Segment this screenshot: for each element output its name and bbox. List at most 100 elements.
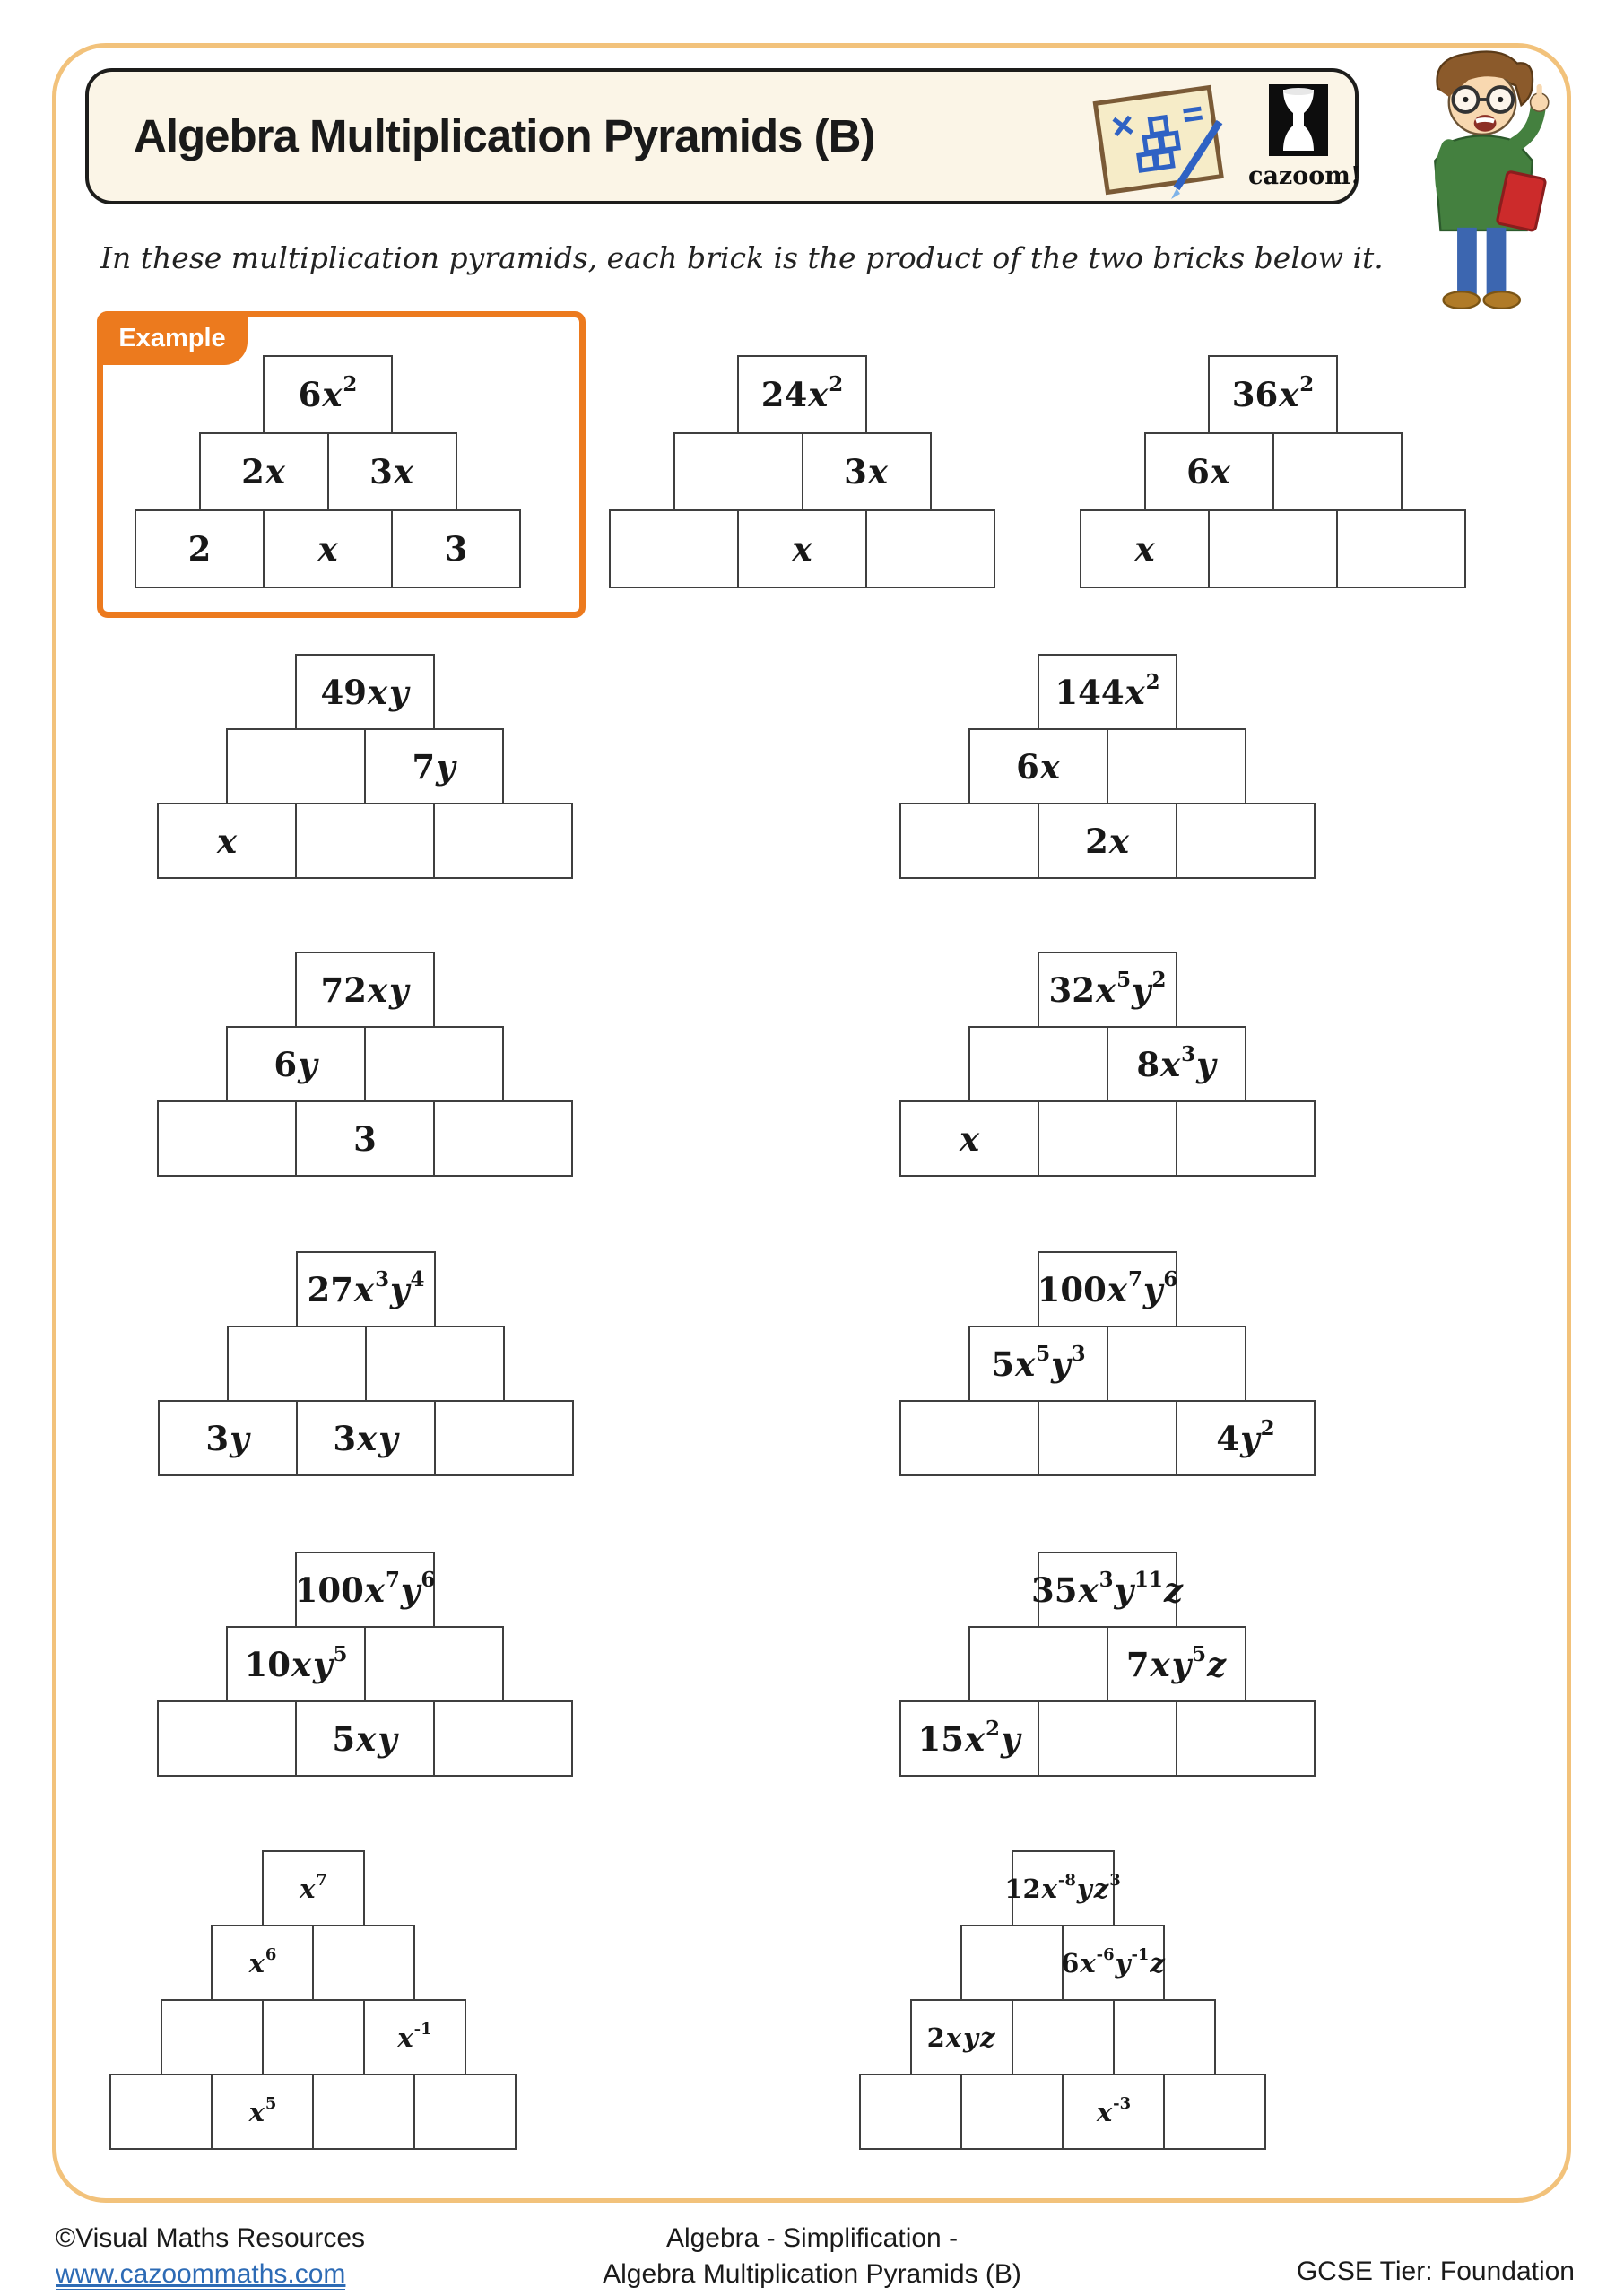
brick-value: x5 [248,2094,277,2127]
pyramid-brick[interactable] [968,1026,1108,1102]
pyramid-brick: x [157,803,297,879]
pyramid-brick[interactable] [1038,1700,1177,1777]
pyramid-brick: x-1 [362,1999,466,2075]
worksheet-note-icon [1092,84,1224,199]
pyramid-brick: x [1080,509,1210,588]
brick-value: 3xy [333,1418,398,1458]
pyramid-brick[interactable] [312,1925,415,2001]
pyramid-brick[interactable] [157,1100,297,1177]
cazoom-logo-text: cazoom! [1248,162,1361,190]
pyramid-brick[interactable] [865,509,995,588]
pyramid-brick: 12x-8yz3 [1004,1850,1121,1926]
pyramid-brick: 32x5y2 [1038,952,1177,1028]
pyramid-brick[interactable] [899,1400,1039,1476]
brick-value: 100x7y6 [294,1567,436,1610]
brick-value: 2x [241,452,285,491]
brick-value: 15x2y [917,1716,1020,1759]
pyramid-brick[interactable] [434,1400,574,1476]
website-link[interactable]: www.cazoommaths.com [56,2259,346,2290]
pyramid-brick[interactable] [1107,1326,1246,1402]
brick-value: 4y2 [1216,1415,1275,1458]
pyramid-brick[interactable] [312,2074,415,2150]
brick-value: x6 [248,1945,277,1979]
pyramid-brick[interactable] [1038,1400,1177,1476]
brick-value: 8x3y [1136,1041,1216,1084]
brick-value: 72xy [320,970,409,1010]
pyramid-brick[interactable] [673,432,803,511]
pyramid-brick: 15x2y [899,1700,1039,1777]
pyramid-32x5y2: 32x5y2 8x3y x [899,952,1316,1177]
pyramid-brick[interactable] [413,2074,517,2150]
pyramid-brick[interactable] [261,1999,365,2075]
pyramid-brick[interactable] [1107,728,1246,804]
pyramid-brick[interactable] [1038,1100,1177,1177]
brick-value: x [959,1118,980,1159]
pyramid-brick: 3 [391,509,521,588]
pyramid-brick[interactable] [899,803,1039,879]
cazoom-drum-icon [1269,84,1328,156]
pyramid-brick[interactable] [1272,432,1403,511]
pyramid-brick[interactable] [157,1700,297,1777]
brick-value: 6x-6y-1z [1061,1945,1165,1979]
pyramid-brick: x [737,509,867,588]
pyramid-brick[interactable] [364,1626,504,1702]
pyramid-brick: x6 [211,1925,314,2001]
page-border [52,43,1571,2203]
brick-value: 6x [1186,452,1230,491]
pyramid-brick[interactable] [1176,803,1316,879]
topic-line2: Algebra Multiplication Pyramids (B) [603,2259,1021,2289]
pyramid-brick[interactable] [433,1700,573,1777]
brick-value: x-3 [1096,2094,1132,2127]
pyramid-brick[interactable] [859,2074,962,2150]
pyramid-brick[interactable] [226,728,366,804]
pyramid-brick: 3 [295,1100,435,1177]
pyramid-brick[interactable] [968,1626,1108,1702]
brick-value: 24x2 [760,372,844,414]
pyramid-brick[interactable] [960,1925,1064,2001]
pyramid-brick[interactable] [433,803,573,879]
pyramid-brick: 2x [1038,803,1177,879]
pyramid-brick[interactable] [295,803,435,879]
pyramid-brick: x-3 [1062,2074,1165,2150]
brick-value: 32x5y2 [1048,967,1167,1010]
footer-topic: Algebra - Simplification - Algebra Multi… [0,2221,1624,2292]
pyramid-brick[interactable] [109,2074,213,2150]
pyramid-brick: 3xy [296,1400,436,1476]
pyramid-brick: 72xy [295,952,435,1028]
copyright-text: ©Visual Maths Resources [56,2223,366,2253]
pyramid-brick[interactable] [1208,509,1338,588]
pyramid-brick: 2 [135,509,265,588]
pyramid-brick: 27x3y4 [296,1251,436,1327]
pyramid-brick[interactable] [1176,1100,1316,1177]
pyramid-brick[interactable] [365,1326,505,1402]
pyramid-brick[interactable] [227,1326,367,1402]
pyramid-brick[interactable] [1336,509,1466,588]
pyramid-brick[interactable] [609,509,739,588]
pyramid-brick[interactable] [160,1999,264,2075]
brick-value: 6y [274,1044,317,1084]
pyramid-brick[interactable] [1163,2074,1266,2150]
brick-value: 12x-8yz3 [1004,1871,1121,1904]
pyramid-brick: 35x3y11z [1031,1552,1183,1628]
pyramid-brick: x5 [211,2074,314,2150]
pyramid-brick[interactable] [1011,1999,1115,2075]
pyramid-brick: 7xy5z [1107,1626,1246,1702]
pyramid-brick: 7y [364,728,504,804]
pyramid-brick[interactable] [960,2074,1064,2150]
pyramid-brick: 6y [226,1026,366,1102]
pyramid-brick: 6x2 [263,355,393,434]
pyramid-brick[interactable] [1112,1999,1216,2075]
pyramid-brick: x [263,509,393,588]
pyramid-brick[interactable] [1176,1700,1316,1777]
pyramid-brick[interactable] [433,1100,573,1177]
pyramid-brick[interactable] [364,1026,504,1102]
pyramid-brick: 3x [326,432,457,511]
pyramid-brick: 5x5y3 [968,1326,1108,1402]
